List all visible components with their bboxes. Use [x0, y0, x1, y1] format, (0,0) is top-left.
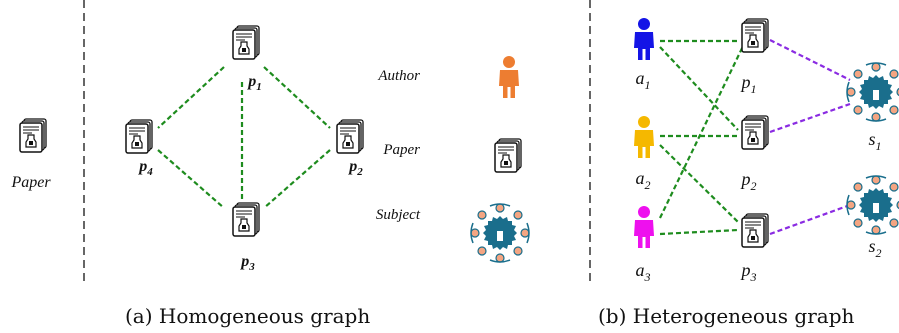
homogeneous-panel: Paper p1 p4 p2 p3 (a) Homogeneous graph [10, 25, 370, 328]
paper-icon-p4 [125, 119, 153, 154]
paper-subject-edges [769, 39, 851, 236]
node-label-p4: p4 [137, 158, 153, 178]
paper-icon-p1 [232, 25, 260, 60]
paper-icon [19, 118, 47, 153]
node-label-hp2: p2 [740, 169, 757, 193]
caption-a: (a) Homogeneous graph [125, 304, 370, 328]
paper-icon-p2 [336, 119, 364, 154]
author-paper-edges [659, 39, 747, 236]
paper-icon-hp3 [741, 213, 769, 248]
homo-edge-p1-p4 [157, 66, 225, 129]
paper-icon-hp2 [741, 115, 769, 150]
edge-a1-p2 [659, 46, 739, 131]
author-icon-a1 [634, 18, 654, 60]
edge-p3-s2 [769, 203, 851, 236]
homo-edge-p2-p3 [263, 149, 331, 209]
author-icon-a3 [634, 206, 654, 248]
subject-icon-s2 [846, 175, 899, 235]
node-label-p3: p3 [239, 253, 255, 273]
node-label-hp1: p1 [740, 72, 757, 96]
edge-a2-p3 [659, 144, 739, 223]
node-label-s1: s1 [868, 129, 881, 153]
edge-a3-p3 [659, 228, 739, 236]
homo-edge-p4-p3 [157, 149, 225, 209]
legend-paper-label: Paper [382, 142, 420, 158]
paper-legend-icon [494, 138, 522, 173]
author-legend-icon [499, 56, 519, 98]
homo-edge-p1-p2 [263, 66, 331, 129]
edge-p2-s1 [769, 102, 851, 134]
node-label-p1: p1 [246, 73, 262, 93]
edge-p1-s1 [769, 39, 851, 81]
paper-icon-p3 [232, 202, 260, 237]
node-label-a1: a1 [636, 68, 651, 92]
node-label-a2: a2 [636, 168, 651, 192]
heterogeneous-panel: a1 a2 a3 p1 p2 p3 s1 s2 (b) Heterogeneou… [598, 18, 899, 328]
homo-edges [157, 66, 331, 209]
legend: Author Paper Subject [376, 56, 530, 263]
legend-subject-label: Subject [376, 207, 421, 223]
node-label-p2: p2 [347, 158, 363, 178]
subject-icon-s1 [846, 62, 899, 122]
paper-type-label: Paper [10, 174, 51, 191]
caption-b: (b) Heterogeneous graph [598, 304, 855, 328]
node-label-hp3: p3 [740, 260, 757, 284]
node-label-a3: a3 [636, 260, 651, 284]
legend-author-label: Author [377, 68, 420, 84]
author-icon-a2 [634, 116, 654, 158]
node-label-s2: s2 [868, 236, 881, 260]
paper-icon-hp1 [741, 18, 769, 53]
edge-a3-p1 [659, 39, 747, 219]
subject-legend-icon [470, 203, 530, 263]
